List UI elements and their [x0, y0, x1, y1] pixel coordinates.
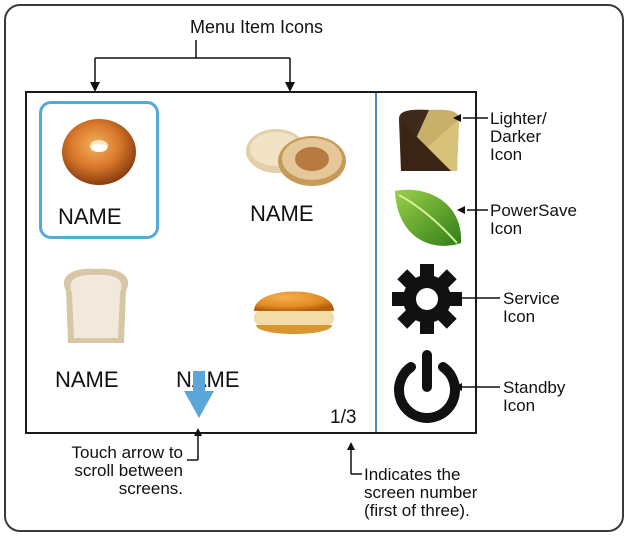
callout-line: Icon: [503, 307, 536, 326]
standby-callout: Standby Icon: [503, 379, 565, 415]
outer-frame: [4, 4, 624, 532]
callout-line: screens.: [118, 479, 183, 498]
lighter-darker-callout: Lighter/ Darker Icon: [490, 110, 547, 164]
scroll-arrow-icon[interactable]: [184, 371, 214, 419]
bread-slice-icon: [63, 268, 129, 343]
screen-divider: [375, 93, 377, 432]
callout-line: Service: [503, 289, 560, 308]
callout-line: Indicates the: [364, 465, 461, 484]
menu-item-label: NAME: [55, 367, 119, 392]
menu-item-bagel[interactable]: NAME: [39, 101, 159, 239]
menu-item-label: NAME: [250, 201, 314, 226]
callout-line: Darker: [490, 127, 542, 146]
power-icon[interactable]: [389, 349, 465, 425]
callout-line: screen number: [364, 483, 478, 502]
gear-icon[interactable]: [391, 263, 463, 335]
menu-item-bun[interactable]: NAME: [176, 261, 352, 399]
callout-line: PowerSave: [490, 201, 577, 220]
menu-item-icons-callout: Menu Item Icons: [190, 17, 324, 37]
callout-line: Icon: [490, 145, 523, 164]
callout-line: Touch arrow to: [71, 443, 184, 462]
powersave-callout: PowerSave Icon: [490, 202, 577, 238]
english-muffin-icon: [246, 129, 346, 186]
scroll-arrow-callout: Touch arrow to scroll between screens.: [30, 443, 184, 498]
callout-line: scroll between: [74, 461, 183, 480]
leaf-icon[interactable]: [391, 185, 465, 257]
bagel-icon: [62, 119, 136, 185]
menu-item-label: NAME: [58, 204, 122, 229]
callout-line: (first of three).: [364, 501, 470, 520]
menu-item-label: NAME: [176, 367, 240, 392]
page-indicator: 1/3: [330, 407, 357, 428]
callout-line: Standby: [503, 378, 566, 397]
callout-line: Icon: [490, 219, 523, 238]
callout-line: Icon: [503, 396, 536, 415]
burger-bun-icon: [254, 291, 334, 334]
screen-number-callout: Indicates the screen number (first of th…: [364, 466, 477, 520]
menu-item-muffin[interactable]: NAME: [232, 101, 352, 239]
callout-line: Lighter/: [490, 109, 547, 128]
service-callout: Service Icon: [503, 290, 560, 326]
toast-shade-icon[interactable]: [393, 107, 465, 175]
menu-item-bread[interactable]: NAME: [39, 261, 159, 399]
toaster-screen: NAME NAME NAME: [25, 91, 477, 434]
